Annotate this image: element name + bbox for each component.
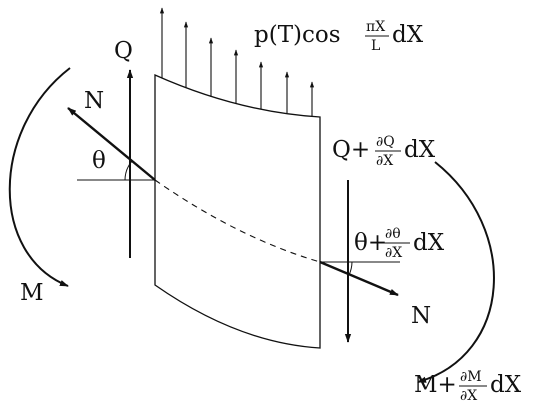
m-right-moment-arc [417,161,495,383]
theta-right-label-base: θ+ [354,230,387,256]
theta-left-arc [124,160,133,181]
load-label-dx: dX [392,22,424,48]
theta-right-label: θ+ ∂θ ∂X dX [354,226,445,261]
distributed-load-arrows [159,7,315,116]
theta-right-label-frac-num: ∂θ [385,226,401,242]
q-right-label-frac-den: ∂X [376,153,393,169]
n-right-label: N [411,303,431,329]
m-left-label: M [20,280,44,306]
m-right-label-frac-den: ∂X [460,388,477,404]
m-right-label-frac-num: ∂M [460,369,482,385]
n-left-label: N [84,88,104,114]
q-right-label-dx: dX [404,137,436,163]
load-label: p(T)cos πX L dX [254,19,424,54]
n-left-arrow [67,107,156,181]
theta-right-label-frac-den: ∂X [385,245,402,261]
theta-right-label-dx: dX [413,230,445,256]
theta-left-label: θ [92,148,106,174]
q-right-label: Q+ ∂Q ∂X dX [332,134,436,169]
neutral-axis-dashed [154,179,321,263]
q-left-label: Q [114,38,133,64]
element-panel [154,73,321,349]
load-label-frac-num: πX [366,19,385,35]
theta-right-arc [348,261,353,276]
n-right-arrow [319,260,399,297]
m-right-label-dx: dX [490,372,522,398]
m-right-label: M+ ∂M ∂X dX [414,369,522,404]
q-right-label-base: Q+ [332,137,370,163]
m-right-label-base: M+ [414,372,457,398]
m-left-moment-arc [8,67,71,287]
load-label-frac-den: L [371,38,380,54]
q-right-label-frac-num: ∂Q [376,134,395,150]
load-label-p: p(T)cos [254,22,341,48]
